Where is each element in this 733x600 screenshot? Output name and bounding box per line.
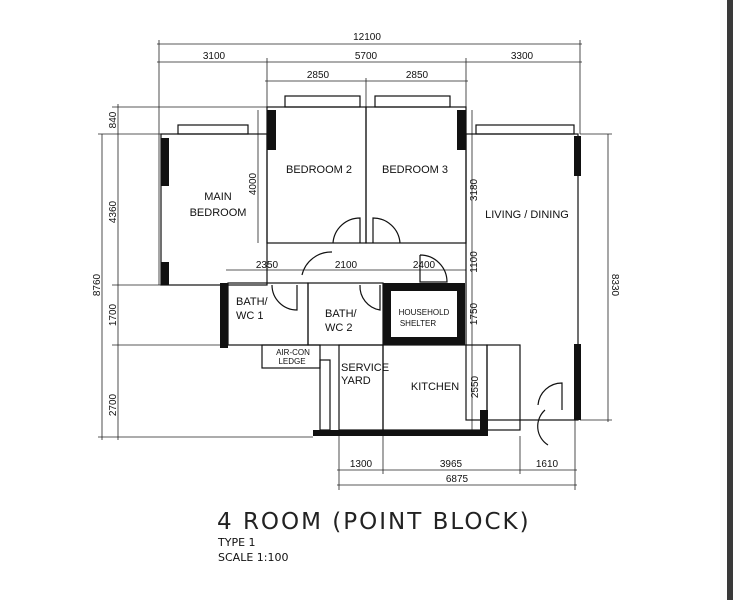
room-labels: MAIN BEDROOM BEDROOM 2 BEDROOM 3 LIVING … [190,164,569,393]
dim-1750: 1750 [469,302,480,325]
aircon-ledge-label: AIR-CON [276,348,310,357]
living-dining-label: LIVING / DINING [485,209,569,221]
dim-bath1-width: 2350 [256,260,279,271]
bath-wc2-label-2: WC 2 [325,322,353,334]
plan-title: 4 ROOM (POINT BLOCK) [217,509,531,535]
service-yard-label-2: YARD [341,375,371,387]
dim-shelter-width: 2400 [413,260,436,271]
bath-wc2-label: BATH/ [325,308,358,320]
bedroom-2-label: BEDROOM 2 [286,164,352,176]
plan-scale: SCALE 1:100 [218,551,288,564]
dim-6875: 6875 [446,474,469,485]
dim-top-left: 3100 [203,51,226,62]
household-shelter-label-2: SHELTER [400,319,437,328]
dim-1300: 1300 [350,459,373,470]
bath-wc1-label: BATH/ [236,296,269,308]
dim-bed3-depth: 3180 [469,178,480,201]
dim-top-mid: 5700 [355,51,378,62]
household-shelter-label: HOUSEHOLD [399,308,450,317]
dim-2550: 2550 [470,375,481,398]
main-bedroom-label-2: BEDROOM [190,207,247,219]
window-edge [727,0,733,600]
kitchen-label: KITCHEN [411,381,459,393]
dim-total-width: 12100 [353,32,381,43]
dim-bath2-width: 2100 [335,260,358,271]
dim-1610: 1610 [536,459,559,470]
dim-8330: 8330 [609,274,620,297]
service-yard-label: SERVICE [341,362,389,374]
dim-1700: 1700 [108,303,119,326]
dimension-labels: 12100 3100 5700 3300 2850 2850 840 4360 … [92,32,620,485]
plan-type: TYPE 1 [217,536,256,549]
dim-bed2-width: 2850 [307,70,330,81]
aircon-ledge-label-2: LEDGE [278,357,305,366]
dim-bed3-width: 2850 [406,70,429,81]
bath-wc1-label-2: WC 1 [236,310,264,322]
dim-4360: 4360 [108,200,119,223]
dim-1100: 1100 [469,251,480,273]
dim-3965: 3965 [440,459,463,470]
dim-8760: 8760 [92,273,103,296]
dim-bed2-depth: 4000 [248,172,259,195]
bedroom-3-label: BEDROOM 3 [382,164,448,176]
dim-2700: 2700 [108,393,119,416]
main-bedroom-label: MAIN [204,191,232,203]
dim-top-right: 3300 [511,51,534,62]
dim-840: 840 [108,111,119,128]
walls [160,95,581,446]
